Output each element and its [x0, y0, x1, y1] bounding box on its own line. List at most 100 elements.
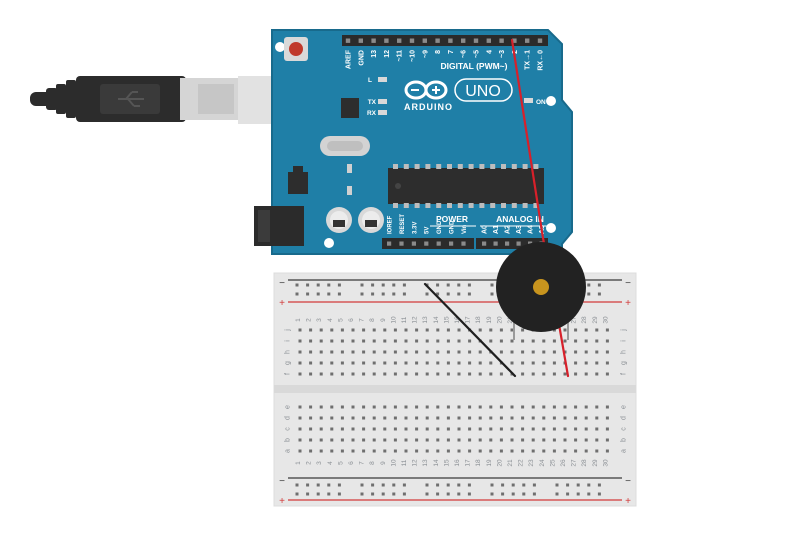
breadboard-hole[interactable] [372, 372, 376, 376]
breadboard-hole[interactable] [404, 339, 408, 343]
header-pin-hole[interactable] [397, 38, 402, 43]
breadboard-hole[interactable] [340, 427, 344, 431]
breadboard-hole[interactable] [531, 416, 535, 420]
breadboard-hole[interactable] [415, 405, 419, 409]
breadboard-hole[interactable] [595, 427, 599, 431]
breadboard-hole[interactable] [446, 405, 450, 409]
breadboard-hole[interactable] [371, 292, 375, 296]
breadboard-hole[interactable] [457, 350, 461, 354]
breadboard-hole[interactable] [574, 361, 578, 365]
breadboard-hole[interactable] [360, 292, 364, 296]
breadboard-hole[interactable] [393, 328, 397, 332]
breadboard-hole[interactable] [381, 483, 385, 487]
digital-header[interactable] [342, 35, 548, 46]
breadboard-hole[interactable] [510, 361, 514, 365]
breadboard-hole[interactable] [393, 438, 397, 442]
breadboard-hole[interactable] [306, 292, 310, 296]
breadboard-hole[interactable] [563, 372, 567, 376]
breadboard-hole[interactable] [319, 361, 323, 365]
breadboard-hole[interactable] [330, 438, 334, 442]
breadboard-hole[interactable] [415, 438, 419, 442]
breadboard-hole[interactable] [587, 483, 591, 487]
breadboard-hole[interactable] [404, 350, 408, 354]
breadboard-hole[interactable] [330, 405, 334, 409]
breadboard-hole[interactable] [298, 416, 302, 420]
breadboard-hole[interactable] [563, 449, 567, 453]
breadboard-hole[interactable] [351, 328, 355, 332]
breadboard-hole[interactable] [489, 405, 493, 409]
breadboard-hole[interactable] [605, 350, 609, 354]
breadboard-hole[interactable] [521, 361, 525, 365]
breadboard-hole[interactable] [542, 449, 546, 453]
header-pin-hole[interactable] [482, 241, 487, 246]
breadboard-hole[interactable] [298, 361, 302, 365]
header-pin-hole[interactable] [422, 38, 427, 43]
breadboard-hole[interactable] [467, 292, 471, 296]
breadboard-hole[interactable] [584, 372, 588, 376]
breadboard-hole[interactable] [330, 350, 334, 354]
breadboard-hole[interactable] [521, 449, 525, 453]
breadboard-hole[interactable] [351, 372, 355, 376]
breadboard-hole[interactable] [489, 416, 493, 420]
breadboard-hole[interactable] [510, 416, 514, 420]
breadboard-hole[interactable] [499, 339, 503, 343]
breadboard-hole[interactable] [501, 483, 505, 487]
breadboard-hole[interactable] [501, 492, 505, 496]
breadboard-hole[interactable] [468, 416, 472, 420]
breadboard-hole[interactable] [340, 350, 344, 354]
breadboard-hole[interactable] [522, 492, 526, 496]
breadboard-hole[interactable] [351, 416, 355, 420]
breadboard-hole[interactable] [372, 438, 376, 442]
breadboard-hole[interactable] [298, 405, 302, 409]
breadboard-hole[interactable] [597, 292, 601, 296]
header-pin-hole[interactable] [384, 38, 389, 43]
breadboard-hole[interactable] [402, 492, 406, 496]
breadboard-hole[interactable] [555, 492, 559, 496]
breadboard-hole[interactable] [371, 283, 375, 287]
breadboard-hole[interactable] [574, 328, 578, 332]
header-pin-hole[interactable] [461, 38, 466, 43]
header-pin-hole[interactable] [387, 241, 392, 246]
breadboard-hole[interactable] [371, 483, 375, 487]
breadboard-hole[interactable] [362, 427, 366, 431]
breadboard-hole[interactable] [446, 283, 450, 287]
breadboard-hole[interactable] [597, 492, 601, 496]
breadboard-hole[interactable] [330, 339, 334, 343]
breadboard-hole[interactable] [489, 438, 493, 442]
breadboard-hole[interactable] [457, 361, 461, 365]
header-pin-hole[interactable] [499, 38, 504, 43]
breadboard-hole[interactable] [531, 372, 535, 376]
breadboard-hole[interactable] [383, 427, 387, 431]
breadboard-hole[interactable] [478, 405, 482, 409]
breadboard-hole[interactable] [436, 483, 440, 487]
breadboard-hole[interactable] [542, 361, 546, 365]
breadboard-hole[interactable] [436, 361, 440, 365]
breadboard-hole[interactable] [597, 483, 601, 487]
breadboard-hole[interactable] [415, 372, 419, 376]
breadboard-hole[interactable] [468, 350, 472, 354]
breadboard-hole[interactable] [327, 492, 331, 496]
breadboard-hole[interactable] [309, 339, 313, 343]
wire-black-gnd[interactable] [423, 282, 517, 378]
breadboard-hole[interactable] [542, 372, 546, 376]
breadboard-hole[interactable] [605, 438, 609, 442]
breadboard-hole[interactable] [351, 405, 355, 409]
header-pin-hole[interactable] [505, 241, 510, 246]
breadboard-hole[interactable] [319, 438, 323, 442]
breadboard-hole[interactable] [392, 492, 396, 496]
breadboard-hole[interactable] [340, 339, 344, 343]
breadboard-hole[interactable] [436, 416, 440, 420]
header-pin-hole[interactable] [537, 38, 543, 43]
piezo-buzzer[interactable] [496, 242, 586, 340]
breadboard-hole[interactable] [362, 405, 366, 409]
breadboard-hole[interactable] [490, 483, 494, 487]
breadboard-hole[interactable] [531, 438, 535, 442]
breadboard-hole[interactable] [425, 405, 429, 409]
header-pin-hole[interactable] [493, 241, 498, 246]
breadboard-hole[interactable] [404, 416, 408, 420]
breadboard-hole[interactable] [605, 328, 609, 332]
breadboard-hole[interactable] [316, 283, 320, 287]
breadboard-hole[interactable] [510, 405, 514, 409]
breadboard-hole[interactable] [595, 416, 599, 420]
breadboard-hole[interactable] [330, 361, 334, 365]
